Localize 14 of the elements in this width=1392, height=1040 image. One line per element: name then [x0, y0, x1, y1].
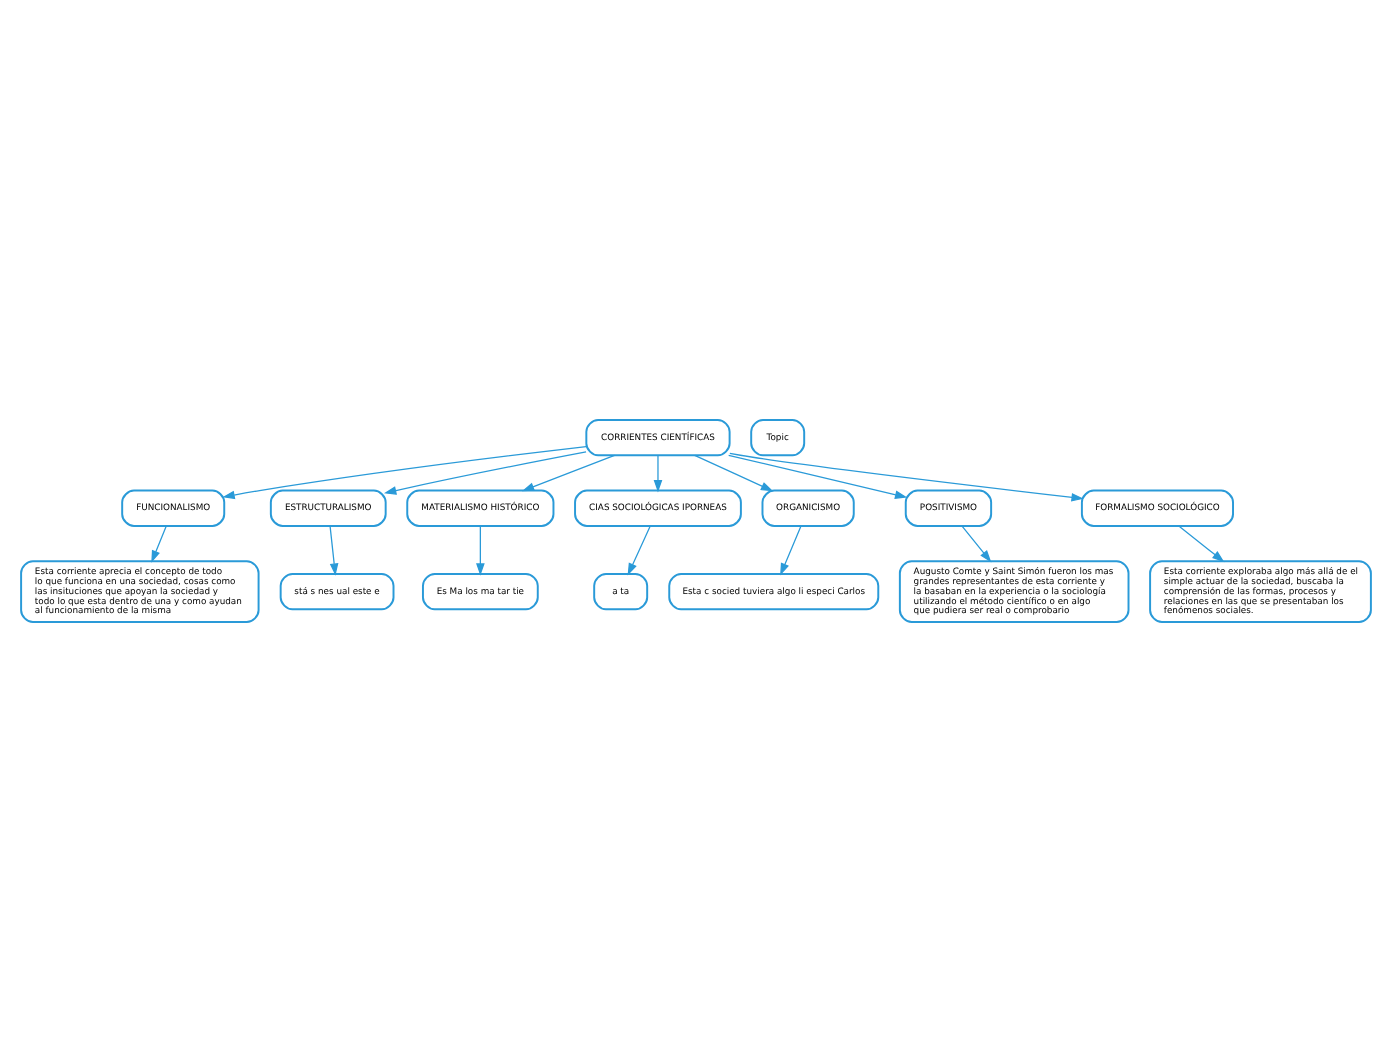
arrow [521, 453, 616, 491]
arrow [653, 453, 663, 492]
arrow [1178, 524, 1225, 562]
arrow [329, 524, 339, 575]
arrow [151, 524, 167, 562]
arrow [476, 524, 485, 575]
arrow [780, 524, 802, 575]
arrow [961, 524, 992, 562]
arrow [383, 450, 587, 494]
arrow [627, 524, 651, 575]
arrow [728, 453, 908, 498]
arrow [222, 444, 587, 499]
arrow [694, 453, 774, 491]
arrow [729, 451, 1084, 501]
